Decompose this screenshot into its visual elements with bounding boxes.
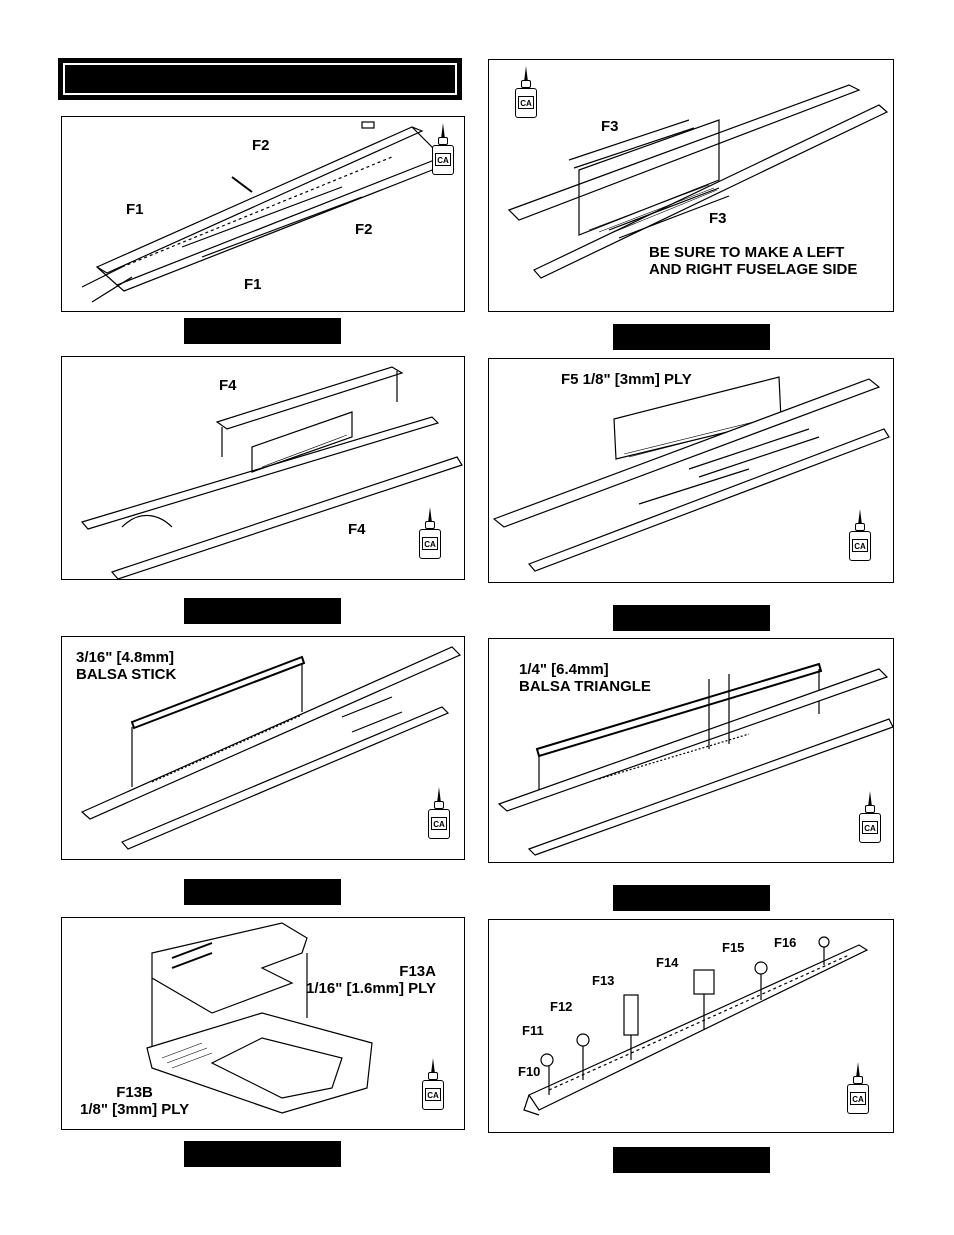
label-f13b-ply: F13B 1/8" [3mm] PLY bbox=[80, 1084, 190, 1118]
ca-label: CA bbox=[862, 821, 878, 834]
fuselage-side-f4-drawing bbox=[80, 366, 463, 579]
label-f3-top: F3 bbox=[601, 118, 619, 135]
fuselage-side-f3-drawing bbox=[507, 84, 889, 279]
fuselage-side-balsa-stick-drawing bbox=[80, 646, 462, 850]
figure-panel-f5: F5 1/8" [3mm] PLY CA bbox=[488, 358, 894, 583]
label-f11: F11 bbox=[522, 1023, 544, 1038]
figure-caption-bar-2 bbox=[613, 324, 770, 350]
fuselage-side-balsa-triangle-drawing bbox=[497, 662, 893, 856]
ca-label: CA bbox=[431, 817, 447, 830]
figure-caption-bar-1 bbox=[184, 318, 341, 344]
ca-label: CA bbox=[518, 96, 534, 109]
formers-f10-f16-drawing bbox=[523, 936, 869, 1116]
label-f3-bottom: F3 bbox=[709, 210, 727, 227]
figure-caption-bar-4 bbox=[613, 605, 770, 631]
label-f4-bottom: F4 bbox=[348, 521, 366, 538]
label-f10: F10 bbox=[518, 1064, 541, 1079]
label-f1-bottom: F1 bbox=[244, 276, 262, 293]
fuselage-side-f1-f2-drawing bbox=[81, 121, 452, 303]
label-f13: F13 bbox=[592, 973, 615, 988]
label-f2-top: F2 bbox=[252, 137, 270, 154]
figure-caption-bar-7 bbox=[184, 1141, 341, 1167]
label-f15: F15 bbox=[722, 940, 745, 955]
label-f12: F12 bbox=[550, 999, 573, 1014]
figure-panel-balsa-triangle: 1/4" [6.4mm] BALSA TRIANGLE CA bbox=[488, 638, 894, 863]
label-balsa-stick: 3/16" [4.8mm] BALSA STICK bbox=[76, 649, 177, 683]
f13-former-drawing bbox=[146, 922, 373, 1114]
label-f13a-ply: F13A 1/16" [1.6mm] PLY bbox=[306, 963, 436, 997]
label-f4-top: F4 bbox=[219, 377, 237, 394]
figure-panel-balsa-stick: 3/16" [4.8mm] BALSA STICK CA bbox=[61, 636, 465, 860]
figure-panel-formers-f10-f16: F16 F15 F14 F13 F12 F11 F10 CA bbox=[488, 919, 894, 1133]
label-f2-right: F2 bbox=[355, 221, 373, 238]
fuselage-side-f5-drawing bbox=[492, 376, 890, 572]
ca-glue-bottle-icon: CA bbox=[428, 787, 450, 839]
ca-glue-bottle-icon: CA bbox=[422, 1058, 444, 1110]
label-f1-left: F1 bbox=[126, 201, 144, 218]
figure-caption-bar-8 bbox=[613, 1147, 770, 1173]
ca-label: CA bbox=[852, 539, 868, 552]
note-left-right-fuselage: BE SURE TO MAKE A LEFT AND RIGHT FUSELAG… bbox=[649, 244, 858, 278]
label-f5-ply: F5 1/8" [3mm] PLY bbox=[561, 371, 692, 388]
ca-glue-bottle-icon: CA bbox=[859, 791, 881, 843]
ca-glue-bottle-icon: CA bbox=[419, 507, 441, 559]
ca-label: CA bbox=[850, 1092, 866, 1105]
ca-label: CA bbox=[435, 153, 451, 166]
label-balsa-triangle: 1/4" [6.4mm] BALSA TRIANGLE bbox=[519, 661, 651, 695]
figure-caption-bar-5 bbox=[184, 879, 341, 905]
label-f14: F14 bbox=[656, 955, 679, 970]
label-f16: F16 bbox=[774, 935, 797, 950]
figure-panel-f1-f2: F2 F1 F2 F1 CA bbox=[61, 116, 465, 312]
ca-label: CA bbox=[422, 537, 438, 550]
figure-caption-bar-3 bbox=[184, 598, 341, 624]
figure-panel-f13: F13A 1/16" [1.6mm] PLY F13B 1/8" [3mm] P… bbox=[61, 917, 465, 1130]
figure-panel-f4: F4 F4 CA bbox=[61, 356, 465, 580]
ca-glue-bottle-icon: CA bbox=[847, 1062, 869, 1114]
section-header-bar bbox=[58, 58, 462, 100]
ca-glue-bottle-icon: CA bbox=[849, 509, 871, 561]
figure-caption-bar-6 bbox=[613, 885, 770, 911]
ca-glue-bottle-icon: CA bbox=[515, 66, 537, 118]
figure-panel-f3: CA F3 F3 BE SURE TO MAKE A LEFT AND RIGH… bbox=[488, 59, 894, 312]
ca-glue-bottle-icon: CA bbox=[432, 123, 454, 175]
section-header-inner-border bbox=[63, 63, 457, 95]
ca-label: CA bbox=[425, 1088, 441, 1101]
